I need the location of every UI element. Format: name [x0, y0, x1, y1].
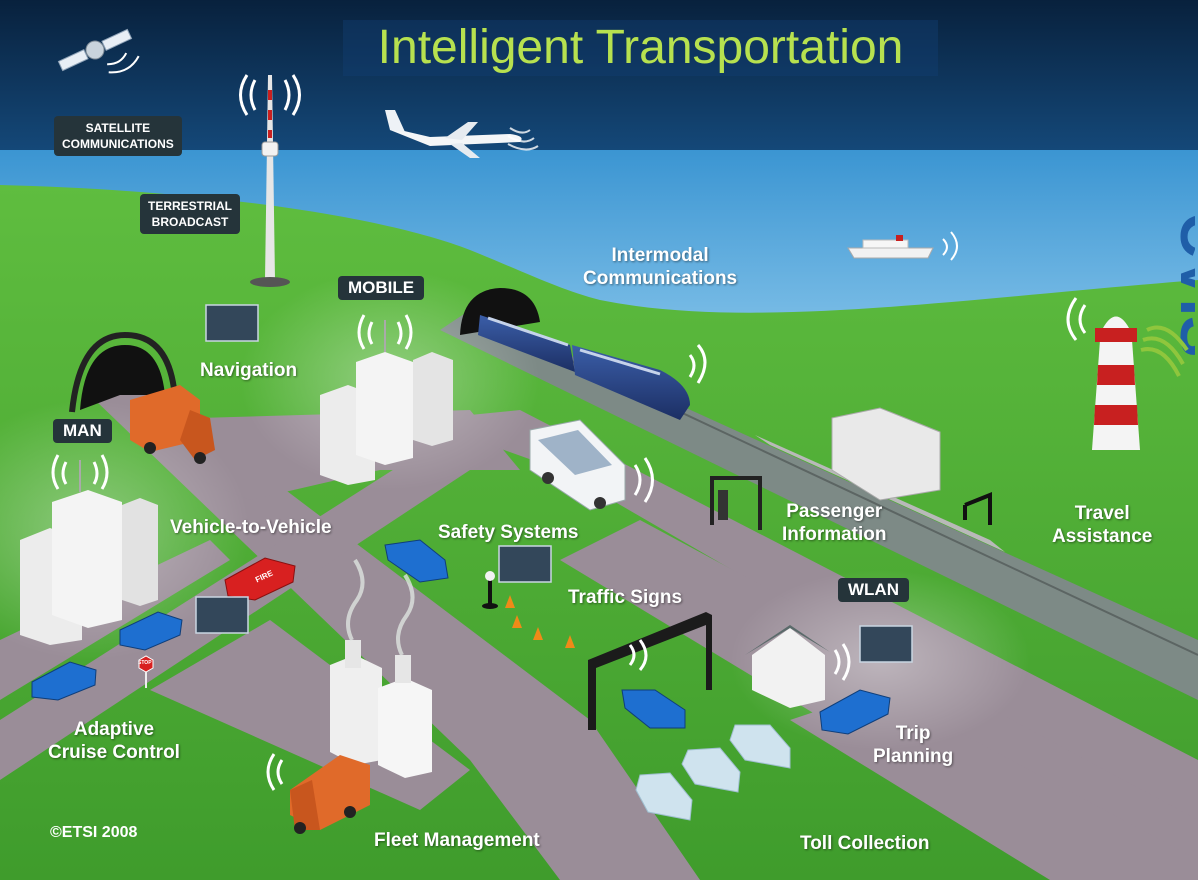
satellite-communications-tag: SATELLITE COMMUNICATIONS: [54, 116, 182, 156]
screen-panel-icon: [195, 304, 913, 663]
satellite-icon: [57, 28, 140, 74]
factory-icon: [330, 558, 432, 778]
lighthouse-icon: [1066, 297, 1140, 450]
ship-icon: [847, 231, 958, 261]
train-icon: [478, 315, 707, 420]
intermodal-communications-label: Intermodal Communications: [583, 245, 738, 289]
toll-islands: [635, 724, 791, 821]
passenger-information-label: Passenger Information: [782, 501, 887, 545]
cvis-logo: CVIS: [1135, 190, 1198, 380]
navigation-label: Navigation: [200, 360, 298, 381]
traffic-cone-icon: [505, 595, 575, 648]
bus-icon: [529, 419, 654, 511]
fleet-truck-icon: [266, 753, 370, 834]
wlan-tag: WLAN: [838, 578, 909, 602]
airplane-icon: [385, 110, 539, 158]
stop-sign-icon: [138, 655, 154, 688]
trip-planning-label: Trip Planning: [873, 723, 954, 767]
house-icon: [745, 625, 851, 708]
travel-assistance-label: Travel Assistance: [1052, 503, 1153, 547]
vehicle-to-vehicle-label: Vehicle-to-Vehicle: [170, 517, 332, 538]
toll-collection-label: Toll Collection: [800, 833, 930, 854]
stop-sign-text: STOP: [138, 660, 152, 666]
railway-track: [440, 310, 1198, 700]
fire-truck-icon: [224, 557, 296, 601]
traffic-light-icon: [482, 571, 498, 609]
tunnel-icon: [69, 331, 178, 413]
copyright: ©ETSI 2008: [50, 824, 138, 841]
cvis-logo-text: CVIS: [1167, 213, 1195, 358]
man-buildings: [20, 454, 158, 645]
traffic-signs-label: Traffic Signs: [568, 587, 683, 608]
mobile-tag: MOBILE: [338, 276, 425, 300]
page-title: Intelligent Transportation: [343, 20, 938, 76]
terrestrial-broadcast-tag: TERRESTRIAL BROADCAST: [140, 194, 240, 234]
safety-systems-label: Safety Systems: [438, 522, 579, 543]
man-tag: MAN: [53, 419, 112, 443]
adaptive-cruise-control-label: Adaptive Cruise Control: [48, 719, 180, 763]
toll-booth-icon: [588, 612, 712, 730]
car-icon: [31, 539, 891, 735]
fleet-management-label: Fleet Management: [374, 830, 540, 851]
cvis-logo-graphic: CVIS: [1140, 213, 1198, 377]
mobile-buildings: [320, 314, 453, 485]
truck-icon: [130, 385, 215, 464]
station-platform: [710, 407, 1005, 552]
broadcast-tower-icon: [239, 74, 301, 287]
